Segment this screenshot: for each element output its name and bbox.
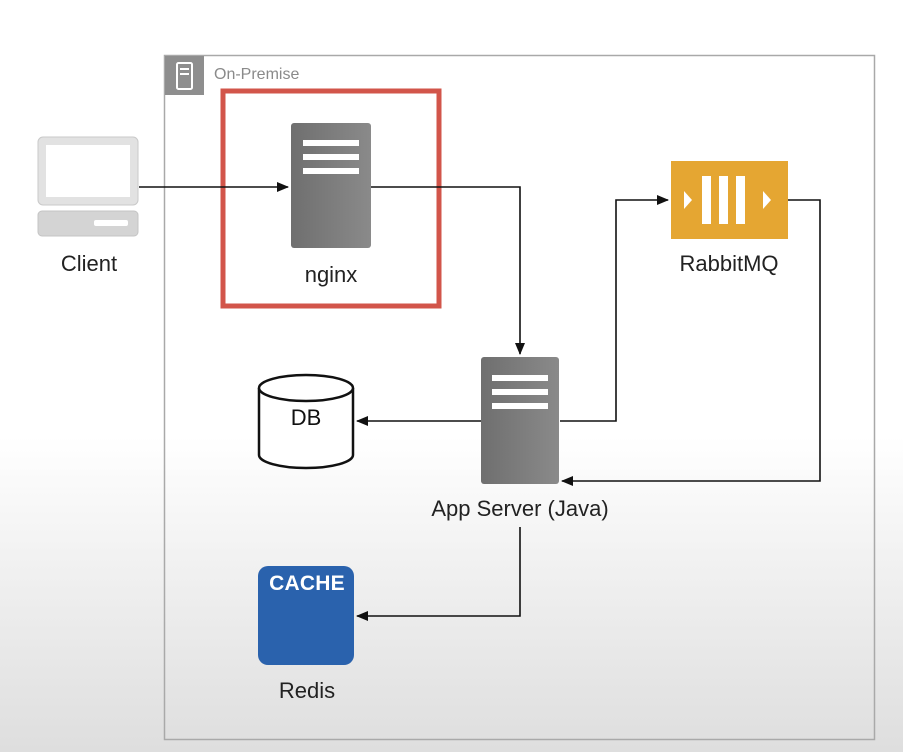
app-server-label: App Server (Java) bbox=[431, 496, 609, 521]
app-server-icon bbox=[481, 357, 559, 484]
redis-label: Redis bbox=[278, 678, 336, 703]
cache-icon-text: CACHE bbox=[269, 572, 345, 595]
on-premise-group-frame bbox=[163, 54, 876, 741]
cache-icon bbox=[258, 566, 354, 665]
group-label: On-Premise bbox=[214, 66, 300, 83]
nginx-label: nginx bbox=[304, 262, 358, 287]
rabbitmq-label: RabbitMQ bbox=[679, 251, 779, 276]
edge-app-server-to-rabbitmq bbox=[560, 195, 669, 422]
message-queue-icon bbox=[671, 161, 788, 239]
nginx-server-icon bbox=[291, 123, 371, 248]
server-rack-icon bbox=[165, 56, 204, 95]
desktop-computer-icon bbox=[37, 136, 139, 237]
edge-rabbitmq-to-app-server bbox=[561, 199, 821, 486]
nginx-highlight-box bbox=[220, 88, 442, 309]
edge-nginx-to-app-server bbox=[371, 186, 525, 355]
db-label: DB bbox=[290, 405, 322, 430]
client-label: Client bbox=[60, 251, 118, 276]
database-cylinder-icon bbox=[257, 373, 355, 470]
edge-app-server-to-redis bbox=[356, 527, 521, 621]
